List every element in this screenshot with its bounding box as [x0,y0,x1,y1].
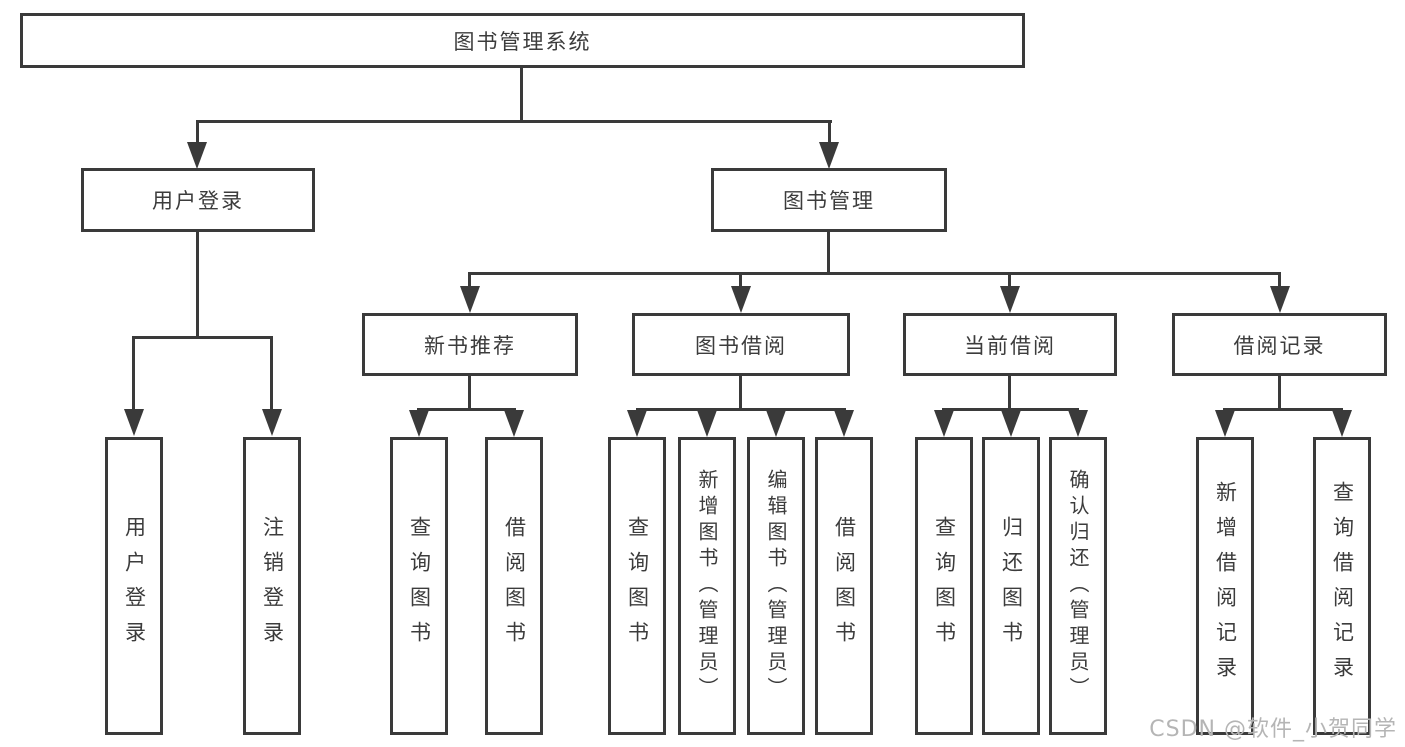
connector-line [417,408,516,411]
arrowhead-down [1001,410,1021,437]
leaf-add-borrow-record: 新增借阅记录 [1196,437,1254,735]
arrowhead-down [262,409,282,436]
connector-line [1008,376,1011,411]
node-book-borrowing: 图书借阅 [632,313,850,376]
connector-line [468,272,471,288]
leaf-query-borrow-record: 查询借阅记录 [1313,437,1371,735]
node-book-management-label: 图书管理 [783,189,875,213]
leaf-return-book: 归还图书 [982,437,1040,735]
arrowhead-down [1215,410,1235,437]
arrowhead-down [819,142,839,169]
node-book-borrowing-label: 图书借阅 [695,333,787,358]
leaf-add-book-admin: 新增图书（管理员） [678,437,736,735]
node-user-login-label: 用户登录 [152,189,244,213]
arrowhead-down [697,410,717,437]
arrowhead-down [934,410,954,437]
arrowhead-down [187,142,207,169]
connector-line [739,376,742,411]
connector-line [828,120,831,146]
arrowhead-down [627,410,647,437]
connector-line [270,336,273,411]
connector-line [1278,272,1281,288]
connector-line [636,408,846,411]
node-new-book-recommend: 新书推荐 [362,313,578,376]
connector-line [132,336,135,411]
node-book-management: 图书管理 [711,168,947,232]
connector-line [1008,272,1011,288]
leaf-logout: 注销登录 [243,437,301,735]
node-user-login: 用户登录 [81,168,315,232]
arrowhead-down [409,410,429,437]
node-new-book-recommend-label: 新书推荐 [424,333,516,358]
arrowhead-down [1270,286,1290,313]
connector-line [196,120,199,146]
connector-line [1223,408,1343,411]
watermark: CSDN @软件_小贺同学 [1149,717,1397,742]
arrowhead-down [731,286,751,313]
connector-line [520,68,523,123]
arrowhead-down [1068,410,1088,437]
node-borrowing-records: 借阅记录 [1172,313,1387,376]
connector-line [196,120,832,123]
connector-line [739,272,742,288]
connector-line [196,232,199,339]
node-current-borrowing: 当前借阅 [903,313,1117,376]
node-borrowing-records-label: 借阅记录 [1233,333,1326,358]
connector-line [827,232,830,275]
leaf-borrow-book-recommend: 借阅图书 [485,437,543,735]
connector-line [1278,376,1281,411]
node-current-borrowing-label: 当前借阅 [964,333,1056,358]
leaf-edit-book-admin: 编辑图书（管理员） [747,437,805,735]
leaf-confirm-return-admin: 确认归还（管理员） [1049,437,1107,735]
arrowhead-down [124,409,144,436]
arrowhead-down [504,410,524,437]
arrowhead-down [766,410,786,437]
leaf-query-book-recommend: 查询图书 [390,437,448,735]
arrowhead-down [834,410,854,437]
arrowhead-down [1332,410,1352,437]
connector-line [132,336,273,339]
leaf-query-book-current: 查询图书 [915,437,973,735]
node-root: 图书管理系统 [20,13,1025,68]
leaf-user-login: 用户登录 [105,437,163,735]
connector-line [942,408,1079,411]
connector-line [468,376,471,411]
arrowhead-down [460,286,480,313]
leaf-borrow-book: 借阅图书 [815,437,873,735]
connector-line [468,272,1281,275]
arrowhead-down [1000,286,1020,313]
node-root-label: 图书管理系统 [453,29,592,54]
leaf-query-book-borrowing: 查询图书 [608,437,666,735]
